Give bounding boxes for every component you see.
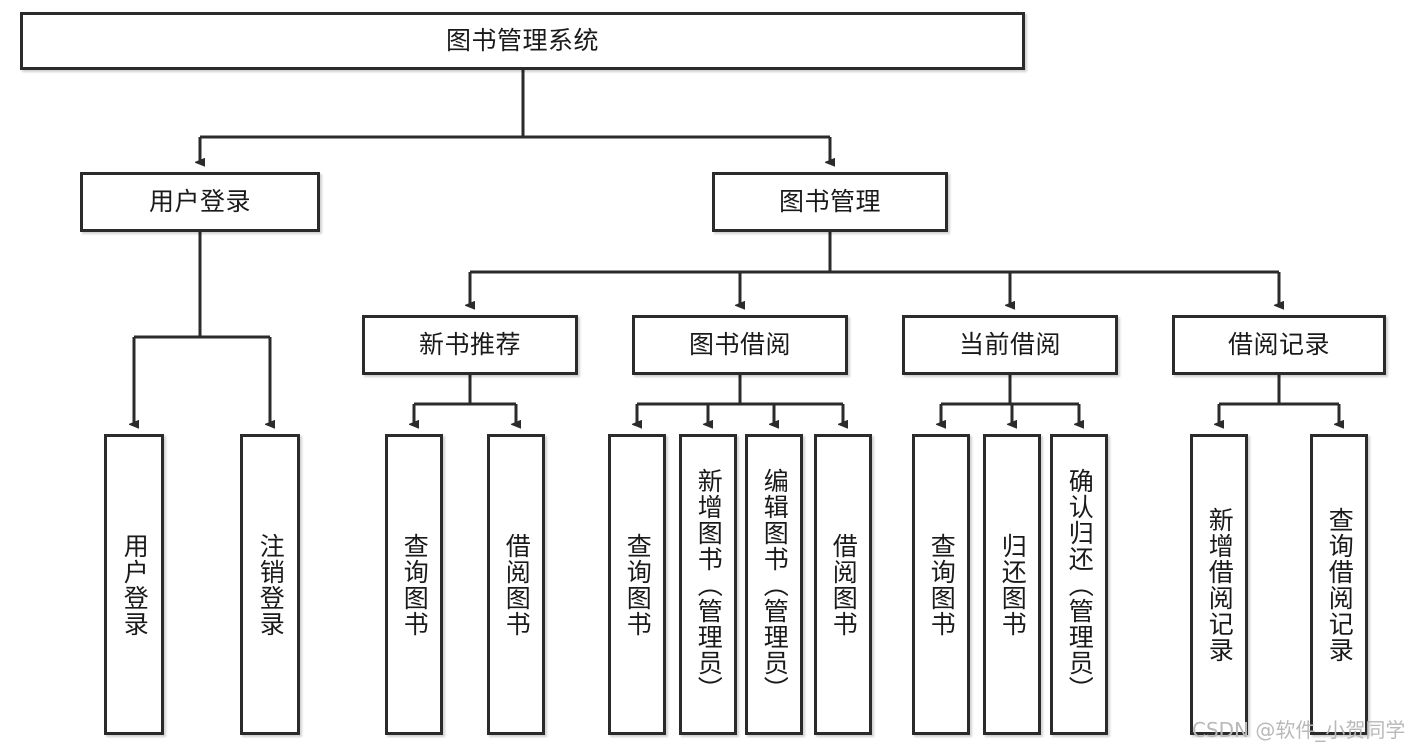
node-leaf-user-login-label: 用户登录 (120, 532, 150, 637)
csdn-watermark: CSDN @软件_小贺同学 (1192, 718, 1405, 742)
node-leaf-add-book-admin[interactable]: 新增图书（管理员） (679, 434, 737, 735)
node-book-management-label: 图书管理 (778, 186, 881, 216)
node-leaf-add-borrow-record-label: 新增借阅记录 (1205, 506, 1235, 663)
node-leaf-query-book-recommend-label: 查询图书 (400, 532, 430, 637)
node-leaf-return-book-label: 归还图书 (998, 532, 1028, 637)
node-leaf-add-borrow-record[interactable]: 新增借阅记录 (1190, 434, 1248, 735)
node-leaf-query-borrow-record-label: 查询借阅记录 (1325, 506, 1355, 663)
node-current-borrow[interactable]: 当前借阅 (902, 315, 1118, 375)
node-leaf-borrow-book[interactable]: 借阅图书 (814, 434, 872, 735)
node-book-borrow-label: 图书借阅 (688, 329, 791, 359)
node-borrow-record-label: 借阅记录 (1227, 329, 1330, 359)
node-leaf-query-book-recommend[interactable]: 查询图书 (385, 434, 443, 735)
node-leaf-query-book-borrow-label: 查询图书 (623, 532, 653, 637)
node-book-management[interactable]: 图书管理 (712, 172, 948, 232)
node-leaf-query-book-current-label: 查询图书 (927, 532, 957, 637)
node-leaf-edit-book-admin[interactable]: 编辑图书（管理员） (745, 434, 803, 735)
node-leaf-add-book-admin-label: 新增图书（管理员） (694, 467, 724, 702)
node-leaf-query-borrow-record[interactable]: 查询借阅记录 (1310, 434, 1368, 735)
node-leaf-borrow-book-recommend-label: 借阅图书 (502, 532, 532, 637)
node-leaf-query-book-borrow[interactable]: 查询图书 (608, 434, 666, 735)
node-new-book-recommend[interactable]: 新书推荐 (362, 315, 578, 375)
node-leaf-confirm-return-admin-label: 确认归还（管理员） (1065, 467, 1095, 702)
node-root-label: 图书管理系统 (445, 25, 599, 55)
node-leaf-user-logout[interactable]: 注销登录 (240, 434, 300, 735)
node-leaf-return-book[interactable]: 归还图书 (983, 434, 1041, 735)
node-user-login-label: 用户登录 (148, 186, 251, 216)
node-leaf-user-logout-label: 注销登录 (256, 532, 286, 637)
node-leaf-confirm-return-admin[interactable]: 确认归还（管理员） (1050, 434, 1108, 735)
node-leaf-user-login[interactable]: 用户登录 (104, 434, 164, 735)
node-new-book-recommend-label: 新书推荐 (418, 329, 521, 359)
node-leaf-query-book-current[interactable]: 查询图书 (912, 434, 970, 735)
node-book-borrow[interactable]: 图书借阅 (632, 315, 848, 375)
node-current-borrow-label: 当前借阅 (958, 329, 1061, 359)
node-leaf-edit-book-admin-label: 编辑图书（管理员） (760, 467, 790, 702)
node-borrow-record[interactable]: 借阅记录 (1172, 315, 1386, 375)
node-leaf-borrow-book-recommend[interactable]: 借阅图书 (487, 434, 545, 735)
node-leaf-borrow-book-label: 借阅图书 (829, 532, 859, 637)
node-user-login[interactable]: 用户登录 (80, 172, 320, 232)
node-root[interactable]: 图书管理系统 (20, 12, 1025, 70)
